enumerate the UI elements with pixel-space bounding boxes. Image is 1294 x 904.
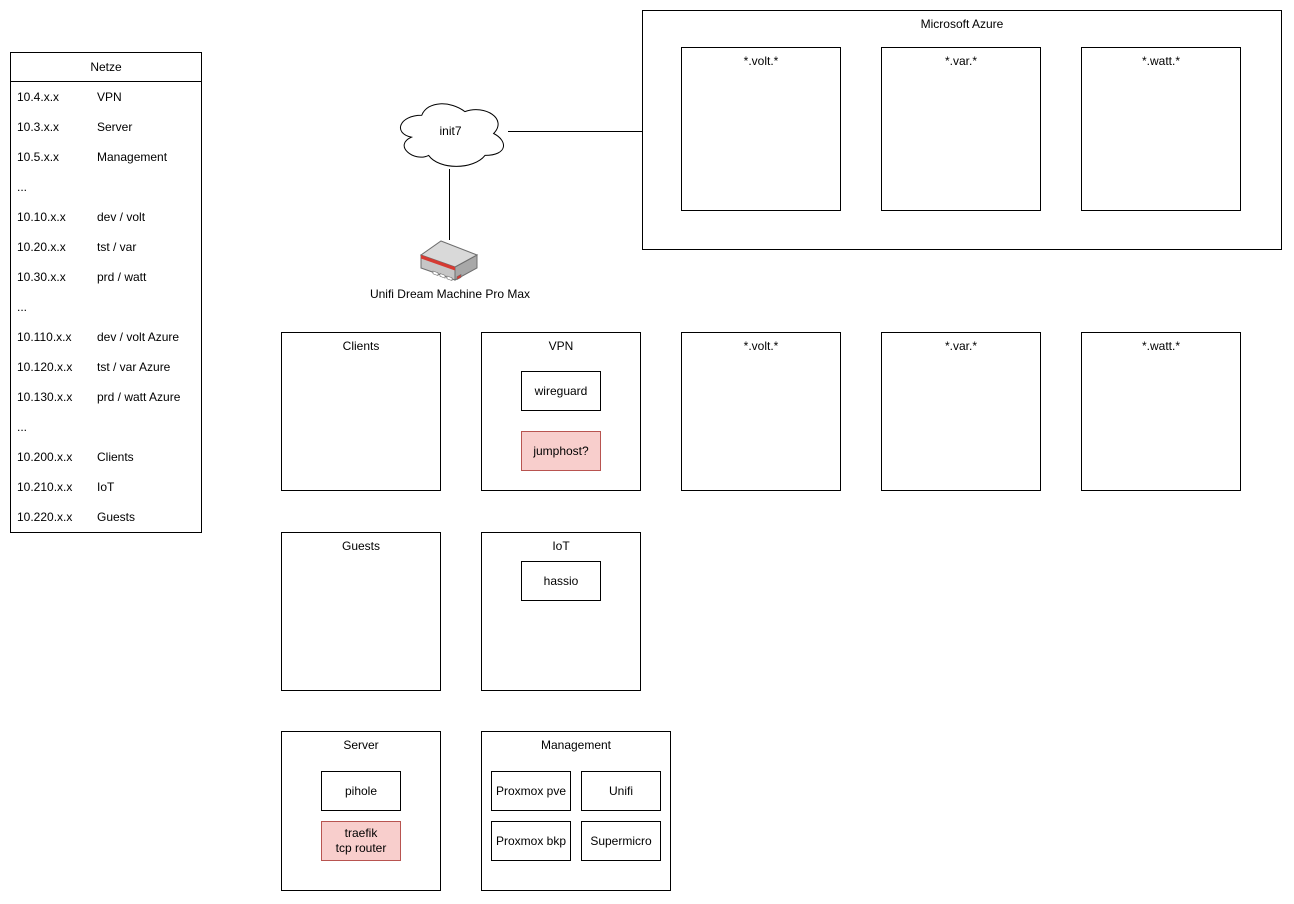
netze-row-ip: 10.130.x.x	[17, 390, 73, 404]
netze-row-ip: ...	[17, 420, 28, 434]
internet-cloud-icon	[400, 103, 504, 167]
netze-row-ip: 10.3.x.x	[17, 120, 60, 134]
node-proxmox-bkp: Proxmox bkp	[491, 821, 571, 861]
group-clients: Clients	[281, 332, 441, 491]
group-var-title: *.var.*	[944, 339, 977, 353]
netze-row-ip: 10.4.x.x	[17, 90, 60, 104]
netze-row-label: tst / var Azure	[97, 360, 171, 374]
group-vpn-title: VPN	[548, 339, 574, 353]
node-unifi: Unifi	[581, 771, 661, 811]
netze-row-ip: 10.10.x.x	[17, 210, 66, 224]
node-wireguard: wireguard	[521, 371, 601, 411]
netze-row: 10.5.x.x Management	[11, 142, 201, 172]
netze-row-ip: 10.200.x.x	[17, 450, 73, 464]
group-server: Server	[281, 731, 441, 891]
group-volt: *.volt.*	[681, 332, 841, 491]
netze-row-label: Guests	[97, 510, 136, 524]
group-server-title: Server	[343, 738, 379, 752]
azure-subnet-watt: *.watt.*	[1081, 47, 1241, 211]
node-pihole: pihole	[321, 771, 401, 811]
group-guests: Guests	[281, 532, 441, 691]
netze-row-label: prd / watt Azure	[97, 390, 181, 404]
group-watt: *.watt.*	[1081, 332, 1241, 491]
group-management-title: Management	[540, 738, 612, 752]
netze-row-ip: ...	[17, 180, 28, 194]
cloud-to-azure-connector	[508, 131, 642, 132]
azure-subnet-volt: *.volt.*	[681, 47, 841, 211]
group-guests-title: Guests	[341, 539, 380, 553]
group-clients-title: Clients	[342, 339, 380, 353]
netze-row: ...	[11, 412, 201, 442]
group-management: Management	[481, 731, 671, 891]
node-traefik-tcp-router: traefik tcp router	[321, 821, 401, 861]
node-proxmox-pve: Proxmox pve	[491, 771, 571, 811]
netze-row-ip: ...	[17, 300, 28, 314]
netze-row-ip: 10.210.x.x	[17, 480, 73, 494]
netze-row-label: IoT	[97, 480, 115, 494]
netze-row: 10.210.x.x IoT	[11, 472, 201, 502]
netze-row: 10.110.x.x dev / volt Azure	[11, 322, 201, 352]
netze-rows: 10.4.x.x VPN 10.3.x.x Server 10.5.x.x Ma…	[11, 82, 201, 532]
cloud-label: init7	[439, 124, 462, 138]
netze-row-ip: 10.5.x.x	[17, 150, 60, 164]
netze-row: 10.30.x.x prd / watt	[11, 262, 201, 292]
netze-row-label: tst / var	[97, 240, 137, 254]
netze-row: ...	[11, 172, 201, 202]
azure-subnet-var-label: *.var.*	[944, 54, 977, 68]
netze-row: 10.130.x.x prd / watt Azure	[11, 382, 201, 412]
netze-row-label: dev / volt Azure	[97, 330, 180, 344]
netze-table: Netze 10.4.x.x VPN 10.3.x.x Server 10.5.…	[10, 52, 202, 533]
node-jumphost: jumphost?	[521, 431, 601, 471]
group-iot: IoT	[481, 532, 641, 691]
netze-row: 10.10.x.x dev / volt	[11, 202, 201, 232]
node-hassio: hassio	[521, 561, 601, 601]
azure-subnet-var: *.var.*	[881, 47, 1041, 211]
netze-table-title: Netze	[11, 53, 201, 82]
group-watt-title: *.watt.*	[1141, 339, 1180, 353]
netze-row-ip: 10.30.x.x	[17, 270, 66, 284]
netze-row-ip: 10.220.x.x	[17, 510, 73, 524]
netze-row-ip: 10.120.x.x	[17, 360, 73, 374]
netze-row: 10.3.x.x Server	[11, 112, 201, 142]
netze-row-ip: 10.110.x.x	[17, 330, 72, 344]
azure-subnet-volt-label: *.volt.*	[743, 54, 779, 68]
netze-row: 10.4.x.x VPN	[11, 82, 201, 112]
router-icon	[419, 240, 479, 282]
azure-title: Microsoft Azure	[920, 17, 1004, 31]
group-iot-title: IoT	[552, 539, 570, 553]
netze-row: 10.220.x.x Guests	[11, 502, 201, 532]
group-vpn: VPN	[481, 332, 641, 491]
netze-row-label: Management	[97, 150, 168, 164]
node-supermicro: Supermicro	[581, 821, 661, 861]
netze-row-label: Server	[97, 120, 133, 134]
netze-row: ...	[11, 292, 201, 322]
netze-row-label: Clients	[97, 450, 134, 464]
netze-row-ip: 10.20.x.x	[17, 240, 66, 254]
netze-row-label: VPN	[97, 90, 122, 104]
azure-subnet-watt-label: *.watt.*	[1141, 54, 1180, 68]
router-label: Unifi Dream Machine Pro Max	[369, 287, 531, 301]
netze-row-label: dev / volt	[97, 210, 146, 224]
netze-row-label: prd / watt	[97, 270, 147, 284]
cloud-to-router-connector	[449, 169, 450, 240]
group-volt-title: *.volt.*	[743, 339, 779, 353]
netze-row: 10.20.x.x tst / var	[11, 232, 201, 262]
netze-row: 10.120.x.x tst / var Azure	[11, 352, 201, 382]
group-var: *.var.*	[881, 332, 1041, 491]
netze-row: 10.200.x.x Clients	[11, 442, 201, 472]
